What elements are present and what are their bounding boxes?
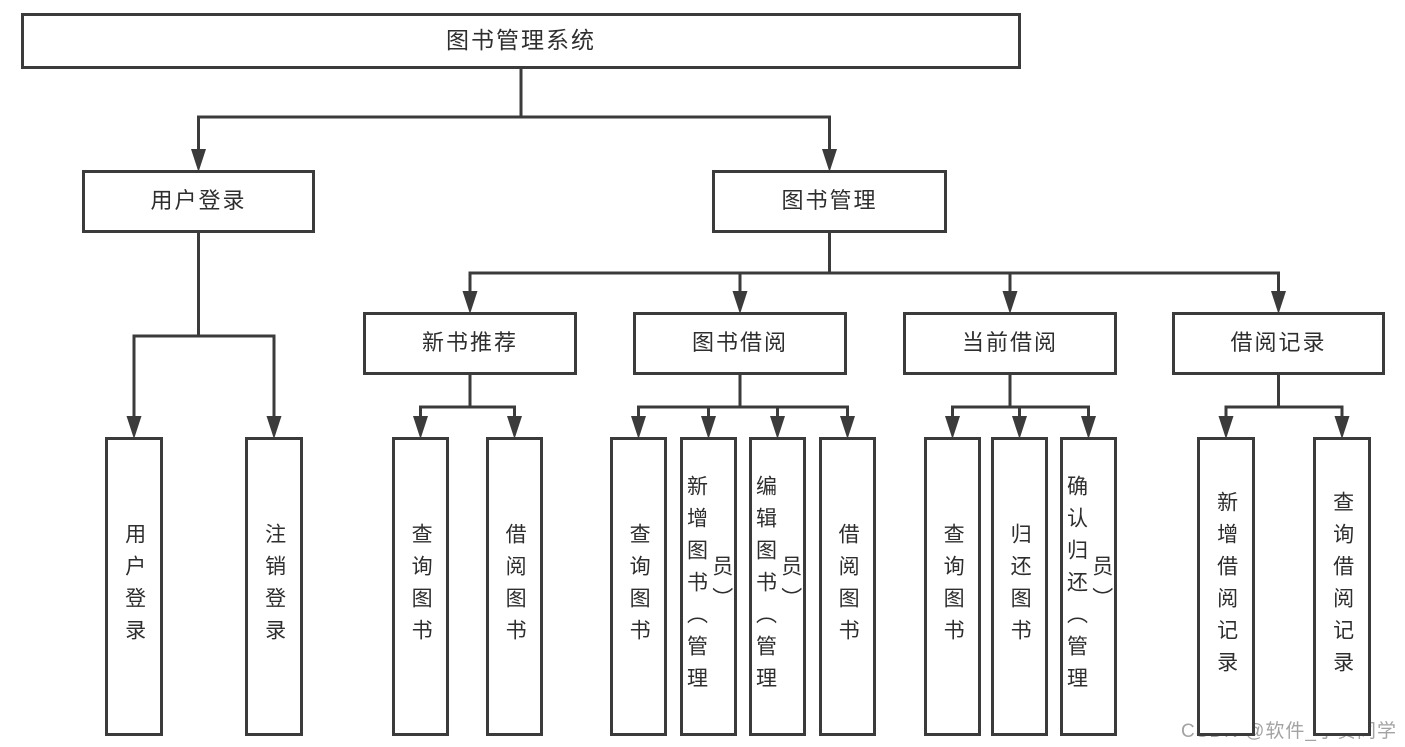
node-user-login: 用户登录 [82,170,315,233]
node-borrow-record: 借阅记录 [1172,312,1385,375]
node-v-logout: 注销登录 [245,437,303,736]
arrowhead-icon [413,416,428,439]
node-v-rec-query: 查询借阅记录 [1313,437,1371,736]
arrowhead-icon [732,291,748,314]
node-root: 图书管理系统 [21,13,1021,69]
node-v-nb-query: 查询图书 [392,437,449,736]
arrowhead-icon [1218,416,1234,439]
arrowhead-icon [1081,416,1096,439]
node-book-borrow: 图书借阅 [633,312,847,375]
node-current-borrow: 当前借阅 [903,312,1117,375]
node-v-bb-borrow: 借阅图书 [819,437,876,736]
node-v-nb-borrow: 借阅图书 [486,437,543,736]
node-book-mgmt: 图书管理 [712,170,947,233]
node-v-user-login: 用户登录 [105,437,163,736]
arrowhead-icon [266,416,282,439]
arrowhead-icon [191,149,206,172]
node-v-bb-add: 新增图书（管理员） [680,437,737,736]
node-v-rec-add: 新增借阅记录 [1197,437,1255,736]
arrowhead-icon [631,416,646,439]
arrowhead-icon [770,416,785,439]
arrowhead-icon [507,416,522,439]
node-v-cb-return: 归还图书 [991,437,1048,736]
node-new-book-rec: 新书推荐 [363,312,577,375]
node-v-cb-query: 查询图书 [924,437,981,736]
arrowhead-icon [1271,291,1286,314]
arrowhead-icon [1012,416,1027,439]
node-v-bb-query: 查询图书 [610,437,667,736]
arrowhead-icon [1334,416,1350,439]
arrowhead-icon [945,416,960,439]
arrowhead-icon [462,291,478,314]
node-v-cb-confirm: 确认归还（管理员） [1060,437,1117,736]
arrowhead-icon [1002,291,1018,314]
arrowhead-icon [822,149,837,172]
arrowhead-icon [126,416,142,439]
arrowhead-icon [701,416,716,439]
arrowhead-icon [840,416,855,439]
node-v-bb-edit: 编辑图书（管理员） [749,437,806,736]
